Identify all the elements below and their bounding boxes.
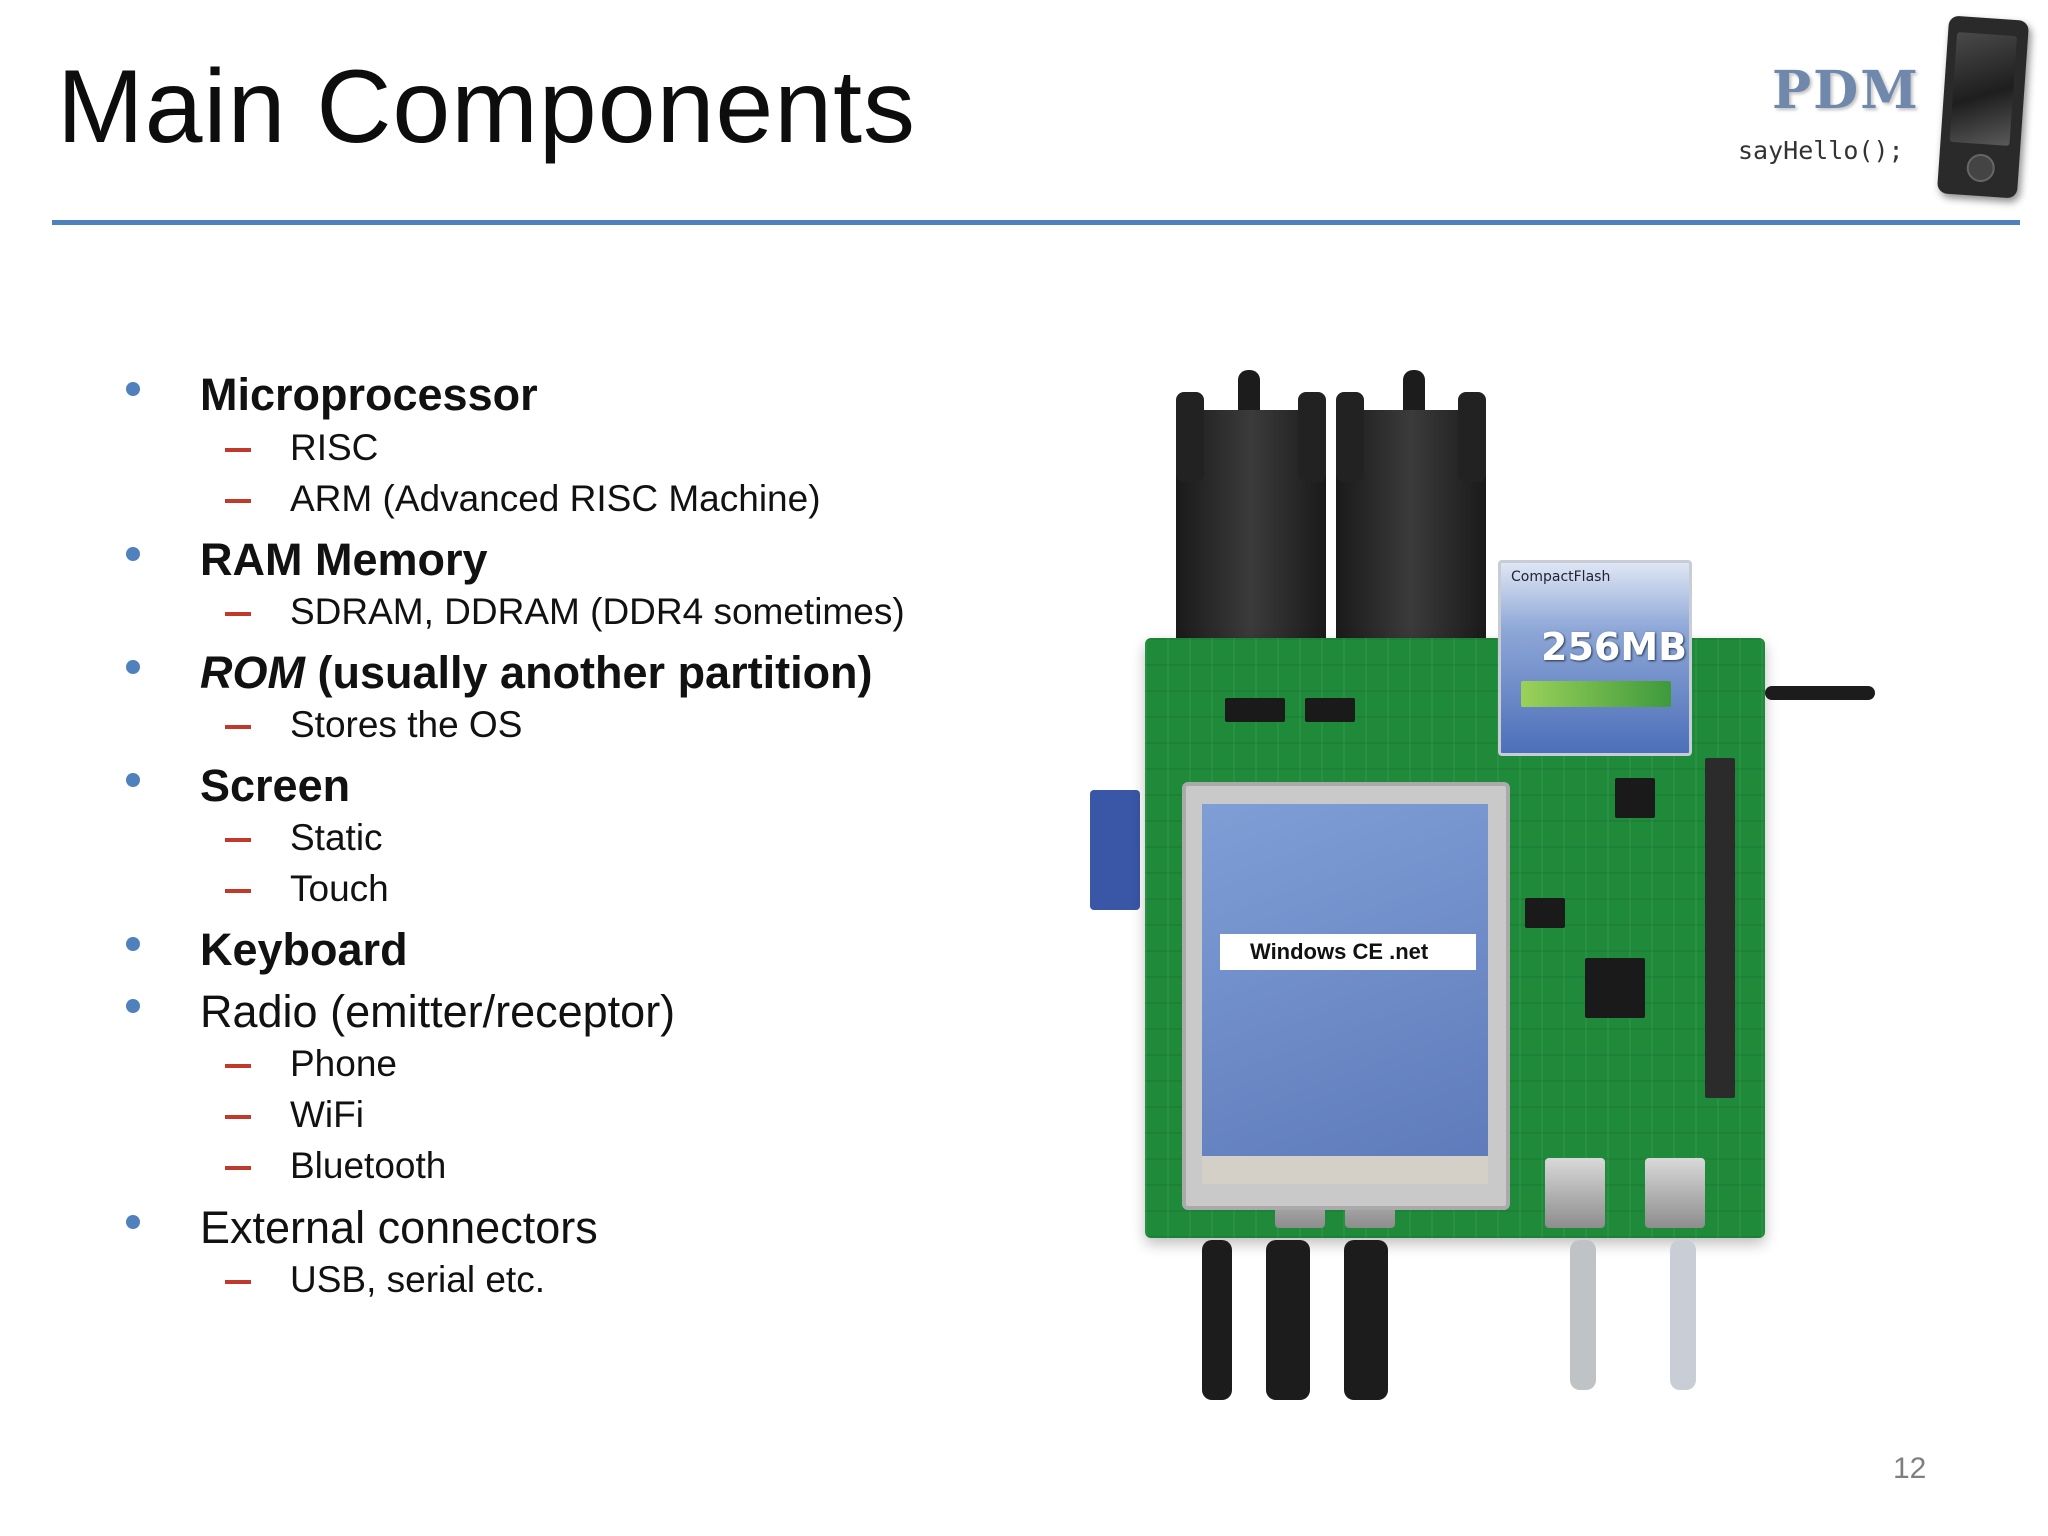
bullet-text: External connectors <box>200 1202 598 1253</box>
bullet-text: Keyboard <box>200 924 408 975</box>
sub-bullet-text: Bluetooth <box>290 1145 447 1186</box>
bullet-dot-icon <box>126 547 140 561</box>
sub-bullet-item: Static <box>225 817 383 858</box>
bullet-text: Screen <box>200 760 351 811</box>
sub-bullet-text: SDRAM, DDRAM (DDR4 sometimes) <box>290 591 905 632</box>
slide-title: Main Components <box>57 49 916 165</box>
dev-board-image: CompactFlash 256MB Windows CE .net <box>1090 370 1890 1410</box>
bullet-item: ROM (usually another partition) <box>126 647 873 698</box>
bullet-text: Microprocessor <box>200 369 538 420</box>
taskbar <box>1202 1156 1488 1184</box>
cf-label: CompactFlash <box>1511 569 1611 585</box>
sub-bullet-text: WiFi <box>290 1094 364 1135</box>
sub-bullet-text: RISC <box>290 427 379 468</box>
page-number: 12 <box>1893 1452 1927 1485</box>
lcd-screen: Windows CE .net <box>1182 782 1510 1210</box>
sd-card <box>1090 790 1140 910</box>
sub-bullet-text: Stores the OS <box>290 704 523 745</box>
sub-bullet-text: Touch <box>290 868 389 909</box>
logo-tagline: sayHello(); <box>1738 136 1904 165</box>
windows-ce-logo: Windows CE .net <box>1220 934 1476 970</box>
sub-bullet-text: ARM (Advanced RISC Machine) <box>290 478 821 519</box>
bullet-dot-icon <box>126 937 140 951</box>
sub-bullet-text: USB, serial etc. <box>290 1259 545 1300</box>
bullet-text: RAM Memory <box>200 534 488 585</box>
bullet-dot-icon <box>126 999 140 1013</box>
dash-icon <box>225 1064 251 1068</box>
sub-bullet-item: WiFi <box>225 1094 364 1135</box>
sub-bullet-item: ARM (Advanced RISC Machine) <box>225 478 821 519</box>
bullet-item: Microprocessor <box>126 369 538 420</box>
sub-bullet-item: Bluetooth <box>225 1145 447 1186</box>
sub-bullet-item: SDRAM, DDRAM (DDR4 sometimes) <box>225 591 905 632</box>
logo-brand: PDM <box>1772 60 1920 121</box>
sub-bullet-text: Static <box>290 817 383 858</box>
dash-icon <box>225 838 251 842</box>
bullet-dot-icon <box>126 382 140 396</box>
dash-icon <box>225 889 251 893</box>
bullet-dot-icon <box>126 1215 140 1229</box>
bullet-item: Radio (emitter/receptor) <box>126 986 676 1037</box>
phone-button <box>1965 153 1996 183</box>
sub-bullet-item: Touch <box>225 868 389 909</box>
cf-brand <box>1521 681 1671 707</box>
compactflash-card: CompactFlash 256MB <box>1498 560 1692 756</box>
bullet-item: RAM Memory <box>126 534 488 585</box>
title-divider <box>52 220 2020 225</box>
sub-bullet-item: RISC <box>225 427 379 468</box>
phone-screen <box>1949 32 2018 146</box>
bullet-item: Keyboard <box>126 924 408 975</box>
dash-icon <box>225 499 251 503</box>
dash-icon <box>225 725 251 729</box>
bullet-item: External connectors <box>126 1202 598 1253</box>
sub-bullet-item: Phone <box>225 1043 397 1084</box>
sub-bullet-item: USB, serial etc. <box>225 1259 545 1300</box>
bullet-text: Radio (emitter/receptor) <box>200 986 676 1037</box>
sub-bullet-item: Stores the OS <box>225 704 523 745</box>
bullet-dot-icon <box>126 660 140 674</box>
dash-icon <box>225 1280 251 1284</box>
pdm-logo: PDM sayHello(); <box>1730 15 2040 208</box>
dash-icon <box>225 612 251 616</box>
bullet-item: Screen <box>126 760 351 811</box>
dash-icon <box>225 448 251 452</box>
cf-size: 256MB <box>1541 625 1688 669</box>
dash-icon <box>225 1115 251 1119</box>
dash-icon <box>225 1166 251 1170</box>
phone-icon <box>1936 15 2030 199</box>
sub-bullet-text: Phone <box>290 1043 397 1084</box>
bullet-text-italic: ROM <box>200 647 305 698</box>
bullet-dot-icon <box>126 773 140 787</box>
bullet-text: (usually another partition) <box>305 647 873 698</box>
